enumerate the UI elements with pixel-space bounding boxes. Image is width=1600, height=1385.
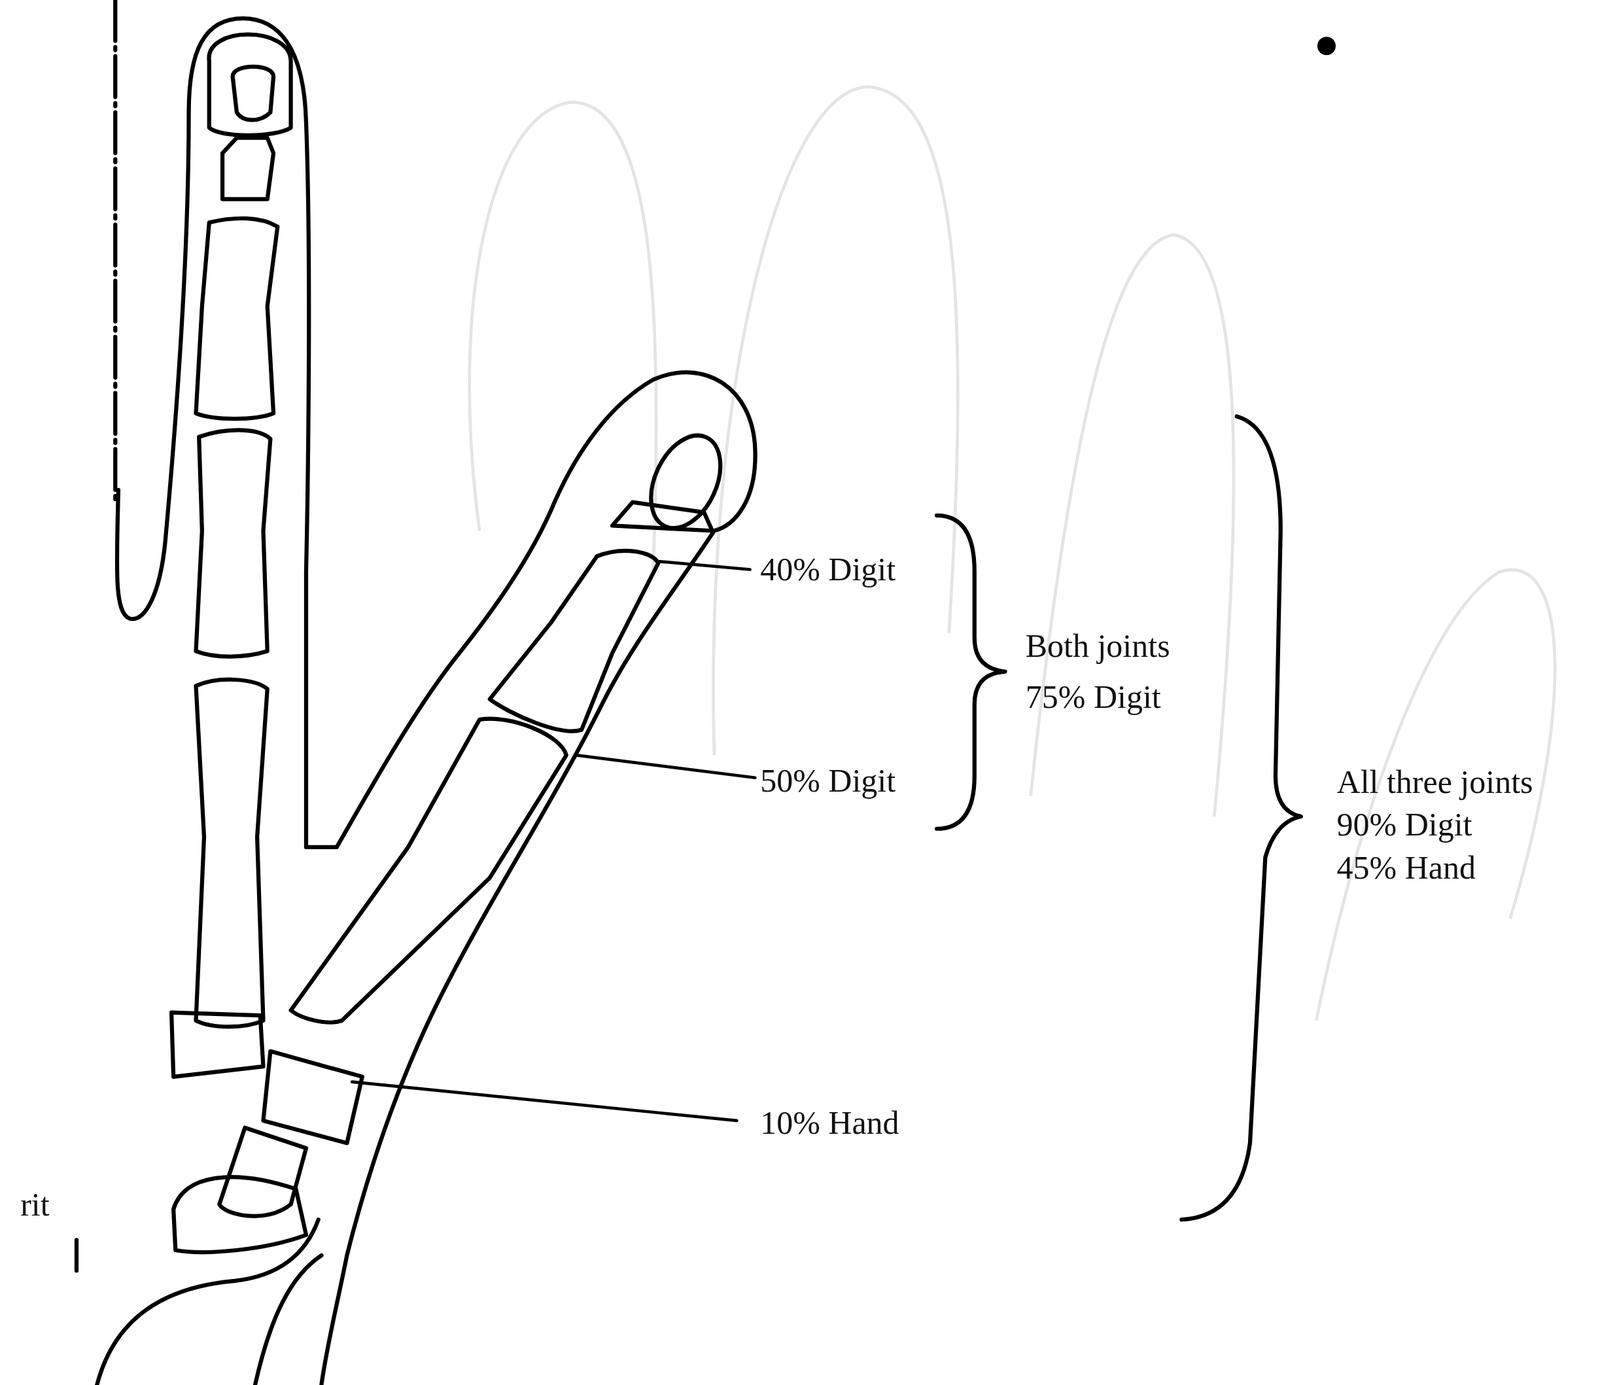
speck — [1317, 36, 1336, 55]
nail-bone — [232, 66, 274, 121]
percentage-label: All three joints — [1337, 763, 1534, 800]
edge-line — [113, 0, 118, 500]
curly-brace — [936, 515, 1006, 829]
nail-bone — [637, 424, 734, 540]
carpal-bone — [262, 1051, 362, 1143]
carpal-bone — [173, 1176, 307, 1253]
percentage-label: 40% Digit — [760, 551, 896, 588]
percentage-label: 90% Digit — [1337, 806, 1473, 843]
finger-outline — [306, 372, 756, 1385]
proximal-phalanx — [196, 429, 271, 657]
metacarpal — [196, 679, 268, 1027]
cut-off-text: rit — [20, 1185, 50, 1222]
carpal-bone — [171, 1012, 263, 1077]
leader-line — [351, 1081, 737, 1121]
percentage-label: 75% Digit — [1025, 678, 1162, 715]
proximal-phalanx — [291, 718, 567, 1023]
leader-line — [658, 561, 750, 570]
ghost-finger — [1316, 569, 1555, 1021]
palm-outline — [96, 1219, 319, 1385]
percentage-label: 50% Digit — [760, 762, 896, 799]
distal-phalanx — [208, 34, 291, 136]
middle-phalanx — [196, 218, 279, 419]
middle-phalanx — [489, 550, 659, 732]
palm-outline — [255, 1255, 322, 1385]
percentage-label: Both joints — [1025, 627, 1171, 664]
finger-outline — [117, 18, 309, 848]
ghost-finger — [469, 102, 657, 572]
bleed-through-ghost — [469, 86, 1555, 1021]
percentage-label: 45% Hand — [1337, 849, 1476, 886]
percentage-label: 10% Hand — [760, 1104, 899, 1141]
edge-mark — [74, 1239, 79, 1271]
ghost-finger — [1030, 234, 1234, 817]
distal-base — [222, 138, 274, 200]
leader-line — [576, 754, 755, 778]
carpal-bone — [219, 1127, 307, 1217]
curly-brace — [1181, 416, 1302, 1220]
distal-base — [612, 502, 713, 532]
